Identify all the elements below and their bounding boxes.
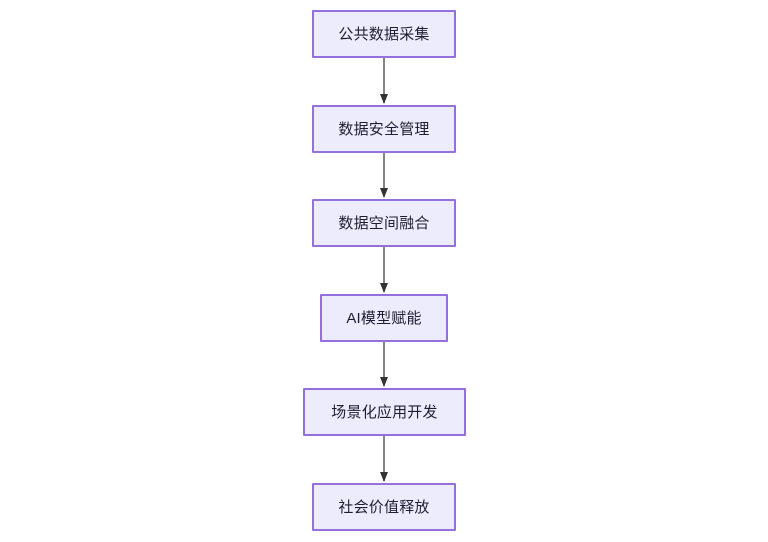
flow-node-label: 社会价值释放 xyxy=(338,498,430,516)
flow-node-data-security-management[interactable]: 数据安全管理 xyxy=(312,105,456,153)
flow-node-ai-model-empowerment[interactable]: AI模型赋能 xyxy=(320,294,448,342)
flow-node-label: 场景化应用开发 xyxy=(331,403,438,421)
flow-node-social-value-release[interactable]: 社会价值释放 xyxy=(312,483,456,531)
flow-node-label: 数据安全管理 xyxy=(338,120,430,138)
flow-node-data-space-fusion[interactable]: 数据空间融合 xyxy=(312,199,456,247)
flow-node-label: AI模型赋能 xyxy=(346,309,422,327)
flow-node-label: 数据空间融合 xyxy=(338,214,430,232)
flow-node-scenario-application-development[interactable]: 场景化应用开发 xyxy=(303,388,466,436)
flow-node-public-data-collection[interactable]: 公共数据采集 xyxy=(312,10,456,58)
flow-node-label: 公共数据采集 xyxy=(338,25,430,43)
